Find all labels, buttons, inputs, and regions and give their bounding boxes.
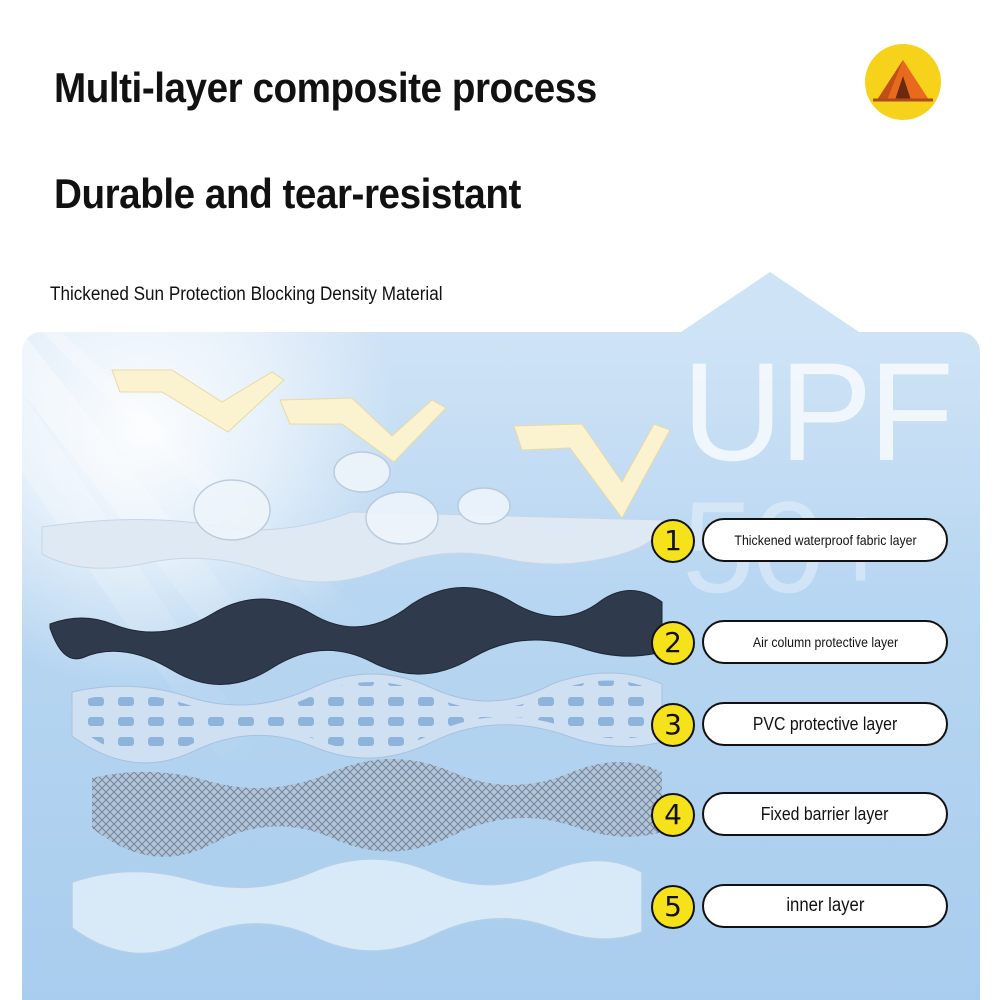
layer-3-number: 3 xyxy=(651,703,695,747)
layer-1-number: 1 xyxy=(651,519,695,563)
layer-1-label: Thickened waterproof fabric layer xyxy=(702,518,948,562)
layer-1-callout: 1 Thickened waterproof fabric layer xyxy=(651,518,951,564)
layer-2-number: 2 xyxy=(651,621,695,665)
pvc-perforations xyxy=(82,680,652,756)
material-note: Thickened Sun Protection Blocking Densit… xyxy=(50,284,443,305)
layer-5-number: 5 xyxy=(651,885,695,929)
mesh-texture xyxy=(92,759,662,857)
panel-peak xyxy=(678,272,862,334)
layer-3-label: PVC protective layer xyxy=(702,702,948,746)
headline: Multi-layer composite process xyxy=(54,64,597,111)
uv-reflection-arrows xyxy=(111,369,671,519)
subheadline: Durable and tear-resistant xyxy=(54,170,521,217)
layer-illustration xyxy=(22,332,671,955)
layer-2-label: Air column protective layer xyxy=(702,620,948,664)
layer-5-label: inner layer xyxy=(702,884,948,928)
layer-4-callout: 4 Fixed barrier layer xyxy=(651,792,951,838)
layer-4-label: Fixed barrier layer xyxy=(702,792,948,836)
layer-5-callout: 5 inner layer xyxy=(651,884,951,930)
upf-label: UPF xyxy=(682,333,954,490)
tent-logo xyxy=(865,44,941,120)
tent-icon xyxy=(873,60,933,102)
water-droplets xyxy=(193,451,511,545)
inner-layer xyxy=(71,858,643,955)
layer-2-callout: 2 Air column protective layer xyxy=(651,620,951,666)
layer-3-callout: 3 PVC protective layer xyxy=(651,702,951,748)
layer-4-number: 4 xyxy=(651,793,695,837)
layer-diagram-panel: UPF 50+ xyxy=(22,332,980,1000)
